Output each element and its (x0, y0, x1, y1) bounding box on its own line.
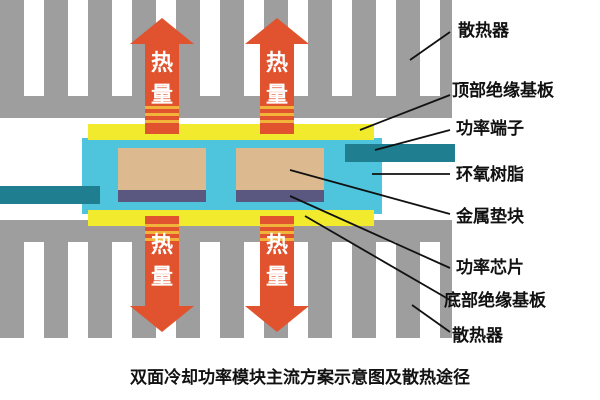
heat-arrow-bottom-left: 热量 (130, 216, 194, 332)
leader-power-chip (289, 195, 451, 269)
leader-power-terminal (374, 129, 451, 151)
top-heatsink-slots (24, 0, 440, 96)
power-terminal-left (0, 186, 100, 204)
heat-arrow-top-right-text-char2: 量 (266, 83, 288, 108)
power-chip-left (118, 190, 206, 202)
top-heatsink (0, 0, 452, 118)
heat-arrow-bottom-left-stripe (145, 231, 179, 234)
caption: 双面冷却功率模块主流方案示意图及散热途径 (130, 367, 470, 388)
label-power-chip: 功率芯片 (456, 257, 524, 278)
heat-arrow-top-right-stripe (260, 113, 294, 116)
heat-arrow-bottom-right-stripe (260, 231, 294, 234)
heat-arrow-top-left-stripe (145, 120, 179, 123)
label-epoxy: 环氧树脂 (456, 164, 524, 185)
heat-arrow-top-left: 热量 (130, 18, 194, 134)
leader-top-substrate (359, 94, 451, 131)
label-top-substrate: 顶部绝缘基板 (452, 80, 555, 101)
metal-spacer-right (236, 148, 324, 190)
heat-arrow-bottom-right-shape (245, 216, 309, 332)
bottom-insulating-substrate (88, 210, 374, 226)
top-insulating-substrate (88, 124, 374, 140)
heat-arrow-top-left-text-char2: 量 (151, 83, 173, 108)
label-heatsink-top: 散热器 (458, 20, 510, 41)
heat-arrow-bottom-left-text-char1: 热 (151, 232, 173, 258)
heat-arrow-bottom-right-text-char2: 量 (266, 265, 288, 290)
heat-arrow-bottom-left-stripe (145, 238, 179, 241)
heat-arrow-bottom-right-stripe (260, 238, 294, 241)
metal-spacer-left (118, 148, 206, 190)
heat-arrow-top-right: 热量 (245, 18, 309, 134)
power-chip-right (236, 190, 324, 202)
leader-metal-spacer (289, 169, 451, 215)
power-terminal-right (345, 144, 455, 162)
leader-bottom-substrate (304, 215, 451, 301)
heat-arrow-top-right-text-char1: 热 (266, 50, 288, 76)
epoxy-divider (207, 140, 231, 210)
heat-arrow-top-left-stripe (145, 106, 179, 109)
heat-arrow-bottom-left-stripe (145, 224, 179, 227)
heat-arrow-top-left-stripe (145, 113, 179, 116)
heat-arrow-bottom-left-shape (130, 216, 194, 332)
label-metal-spacer: 金属垫块 (455, 206, 525, 227)
heat-arrow-top-right-stripe (260, 106, 294, 109)
label-bottom-substrate: 底部绝缘基板 (444, 290, 547, 311)
heat-arrow-bottom-right-text-char1: 热 (266, 232, 288, 258)
heat-arrow-top-left-shape (130, 18, 194, 134)
heat-arrow-bottom-right-stripe (260, 224, 294, 227)
leader-lines (289, 31, 451, 333)
heat-arrow-top-right-stripe (260, 120, 294, 123)
leader-heatsink-bottom (411, 304, 451, 333)
heat-arrow-top-right-shape (245, 18, 309, 134)
leader-heatsink-top (409, 31, 451, 61)
heat-arrow-bottom-left-text-char2: 量 (151, 265, 173, 290)
heat-arrow-top-left-text-char1: 热 (151, 50, 173, 76)
heat-arrow-bottom-right: 热量 (245, 216, 309, 332)
label-power-terminal: 功率端子 (456, 118, 524, 139)
label-heatsink-bottom: 散热器 (452, 325, 504, 346)
